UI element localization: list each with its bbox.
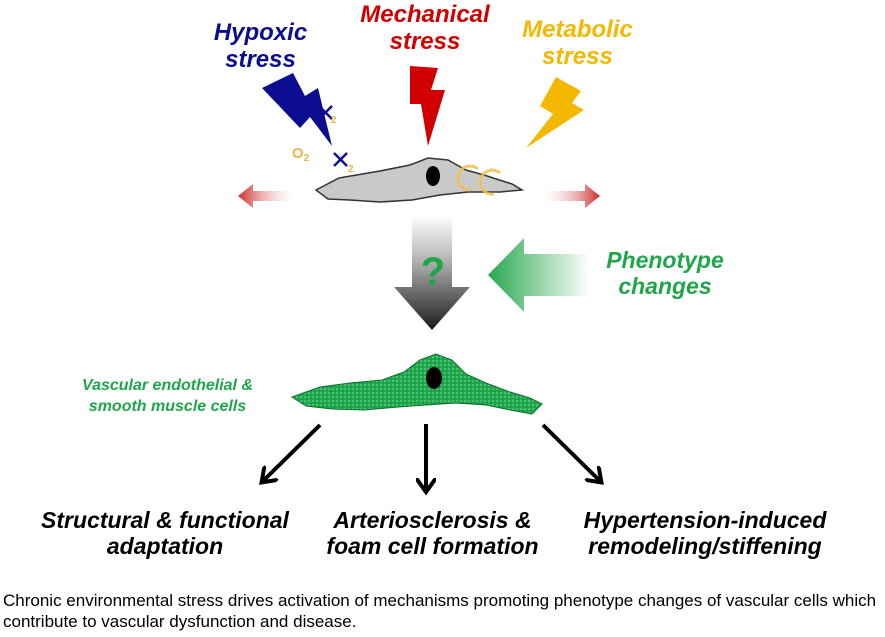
diagram-canvas: 2 O2 2 ? [238, 66, 885, 580]
question-mark: ? [421, 250, 445, 294]
label-line: Vascular endothelial & [81, 377, 253, 394]
oxygen-block-x-icon [318, 105, 333, 120]
label-line: stress [542, 42, 613, 70]
label-line: Hypoxic [213, 19, 308, 46]
label-line: stress [225, 45, 296, 73]
label-line: stress [389, 27, 461, 55]
figure-caption: Chronic environmental stress drives acti… [3, 591, 877, 632]
metabolic-stress-label: Metabolic stress [505, 16, 650, 71]
mechanical-lightning-icon [410, 66, 445, 146]
phenotype-transition-arrow [394, 215, 470, 330]
outcome-hypertension-remodeling: Hypertension-induced remodeling/stiffeni… [560, 507, 850, 560]
outcome-structural-adaptation: Structural & functional adaptation [20, 507, 310, 560]
phenotype-changes-label: Phenotype changes [590, 247, 740, 300]
outcome-arrow-left [263, 423, 322, 481]
stretch-arrow-right [538, 184, 600, 208]
label-line: remodeling/stiffening [588, 532, 822, 559]
label-line: Mechanical [360, 1, 490, 28]
mechanical-stress-label: Mechanical stress [340, 1, 510, 56]
cell-type-label: Vascular endothelial & smooth muscle cel… [55, 376, 280, 418]
label-line: Structural & functional [41, 507, 289, 533]
label-line: Metabolic [522, 16, 633, 43]
metabolic-cycle-icon [456, 164, 501, 196]
outcome-arteriosclerosis: Arteriosclerosis & foam cell formation [305, 507, 560, 560]
stressed-cell [314, 157, 525, 203]
label-line: Arteriosclerosis & [333, 507, 532, 533]
label-line: foam cell formation [326, 532, 539, 559]
oxygen-label: 2 [331, 115, 337, 126]
oxygen-label: 2 [348, 164, 354, 175]
vascular-cell [290, 353, 543, 415]
oxygen-label: O2 [292, 145, 310, 164]
stretch-arrow-left [238, 184, 300, 208]
metabolic-lightning-icon [526, 77, 584, 148]
vascular-cell-nucleus [426, 367, 442, 389]
outcome-arrow-right [541, 423, 600, 481]
phenotype-changes-arrow [488, 238, 590, 312]
label-line: smooth muscle cells [88, 397, 247, 415]
oxygen-block-x-icon [333, 152, 348, 167]
label-line: adaptation [106, 532, 224, 559]
label-line: Hypertension-induced [583, 507, 827, 533]
stressed-cell-nucleus [426, 166, 440, 186]
label-line: Phenotype [606, 247, 724, 273]
hypoxic-lightning-icon [262, 73, 332, 146]
label-line: changes [618, 272, 712, 299]
hypoxic-stress-label: Hypoxic stress [193, 19, 328, 74]
